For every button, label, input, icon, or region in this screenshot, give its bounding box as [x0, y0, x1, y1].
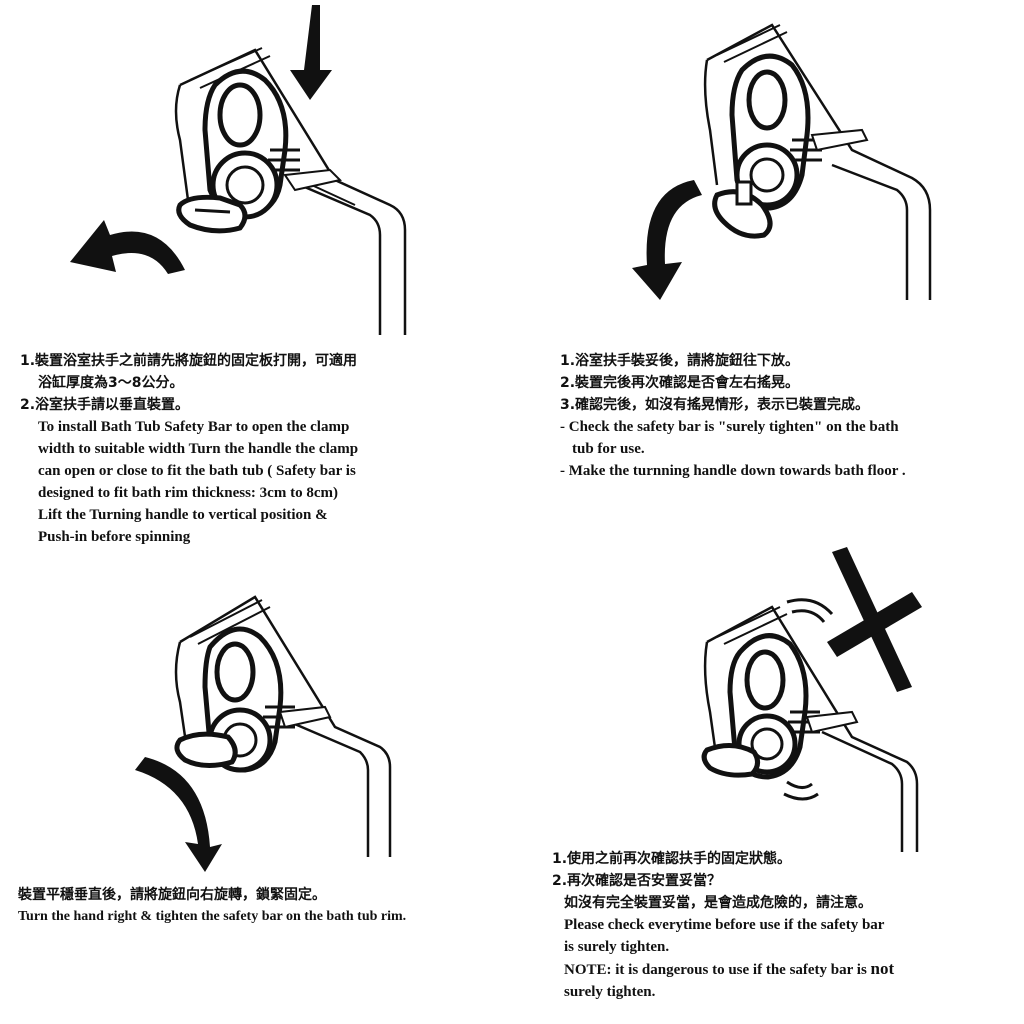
step-4-line-4: Please check everytime before use if the… [564, 917, 885, 933]
step-4-line-1: 1.使用之前再次確認扶手的固定狀態。 [552, 851, 792, 867]
step-1-line-8: Lift the Turning handle to vertical posi… [38, 507, 328, 523]
step-2-illustration [632, 23, 932, 300]
step-4-line-7: surely tighten. [564, 984, 656, 1000]
step-1-line-3: 2.浴室扶手請以垂直裝置。 [20, 397, 190, 413]
step-1-line-5: width to suitable width Turn the handle … [38, 441, 359, 457]
step-4-illustration [701, 547, 922, 852]
step-4-line-3: 如沒有完全裝置妥當，是會造成危險的，請注意。 [564, 895, 872, 911]
step-2-line-3: 3.確認完後，如沒有搖晃情形，表示已裝置完成。 [560, 397, 870, 413]
step-4-text: 1.使用之前再次確認扶手的固定狀態。 2.再次確認是否安置妥當？ 如沒有完全裝置… [552, 848, 1020, 1003]
step-4-panel: 1.使用之前再次確認扶手的固定狀態。 2.再次確認是否安置妥當？ 如沒有完全裝置… [512, 512, 1024, 1024]
step-1-line-2: 浴缸厚度為3～8公分。 [38, 375, 184, 391]
step-4-line-5: is surely tighten. [564, 939, 670, 955]
step-3-text: 裝置平穩垂直後，請將旋鈕向右旋轉，鎖緊固定。 Turn the hand rig… [18, 884, 508, 928]
step-1-text: 1.裝置浴室扶手之前請先將旋鈕的固定板打開，可適用 浴缸厚度為3～8公分。 2.… [20, 350, 500, 548]
step-4-not-word: not [870, 959, 895, 978]
step-2-line-6: - Make the turnning handle down towards … [560, 463, 906, 479]
step-2-line-1: 1.浴室扶手裝妥後，請將旋鈕往下放。 [560, 353, 800, 369]
step-1-illustration [70, 5, 407, 335]
step-4-line-6: NOTE: it is dangerous to use if the safe… [552, 958, 1020, 981]
step-3-panel: 裝置平穩垂直後，請將旋鈕向右旋轉，鎖緊固定。 Turn the hand rig… [0, 512, 512, 1024]
step-2-line-2: 2.裝置完後再次確認是否會左右搖晃。 [560, 375, 800, 391]
step-1-line-1: 1.裝置浴室扶手之前請先將旋鈕的固定板打開，可適用 [20, 353, 358, 369]
step-2-text: 1.浴室扶手裝妥後，請將旋鈕往下放。 2.裝置完後再次確認是否會左右搖晃。 3.… [560, 350, 1020, 482]
step-3-line-2: Turn the hand right & tighten the safety… [18, 909, 407, 924]
step-4-note-text: NOTE: it is dangerous to use if the safe… [564, 962, 867, 978]
step-4-line-2: 2.再次確認是否安置妥當？ [552, 873, 722, 889]
step-1-line-7: designed to fit bath rim thickness: 3cm … [38, 485, 338, 501]
step-1-panel: 1.裝置浴室扶手之前請先將旋鈕的固定板打開，可適用 浴缸厚度為3～8公分。 2.… [0, 0, 512, 545]
step-1-line-4: To install Bath Tub Safety Bar to open t… [38, 419, 350, 435]
step-2-line-5: tub for use. [572, 441, 645, 457]
step-3-line-1: 裝置平穩垂直後，請將旋鈕向右旋轉，鎖緊固定。 [18, 887, 326, 903]
step-3-illustration [135, 595, 392, 872]
step-2-panel: 1.浴室扶手裝妥後，請將旋鈕往下放。 2.裝置完後再次確認是否會左右搖晃。 3.… [512, 0, 1024, 512]
step-1-line-6: can open or close to fit the bath tub ( … [38, 463, 356, 479]
step-2-line-4: - Check the safety bar is "surely tighte… [560, 419, 899, 435]
step-1-line-9: Push-in before spinning [38, 529, 191, 545]
